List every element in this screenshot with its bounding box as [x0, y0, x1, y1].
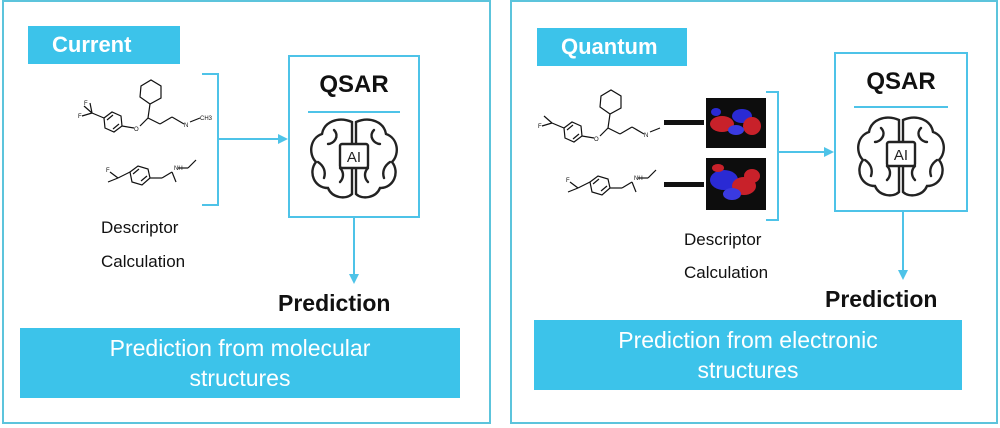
mol1-f-label: F [84, 101, 88, 107]
qmol1-n-label: N [644, 133, 648, 139]
current-qsar-box: QSAR [288, 55, 420, 218]
quantum-banner-line2: structures [697, 357, 799, 383]
current-prediction: Prediction [278, 290, 391, 316]
quantum-molecule-1 [541, 89, 661, 143]
qmol1-f-label: F [538, 124, 542, 130]
quantum-map-arrow-2 [664, 182, 704, 187]
quantum-prediction: Prediction [825, 286, 938, 312]
mol2-f-label: F [106, 168, 110, 174]
qmol1-o-label: O [594, 137, 599, 143]
quantum-banner: Prediction from electronic structures [534, 320, 962, 390]
quantum-descriptor-line1: Descriptor [684, 230, 762, 249]
quantum-tag: Quantum [537, 28, 687, 66]
mol1-o-label: O [134, 127, 139, 133]
quantum-panel [510, 0, 998, 424]
current-descriptor-line1: Descriptor [101, 218, 179, 237]
current-qsar-title: QSAR [319, 71, 389, 98]
current-banner-line2: structures [189, 365, 291, 391]
quantum-brain-label: AI [894, 147, 908, 164]
quantum-qsar-box: QSAR [834, 52, 968, 212]
qmol2-f-label: F [566, 178, 570, 184]
quantum-orbital-image-2 [706, 158, 766, 210]
mol1-n-label: N [184, 123, 188, 129]
mol2-nh-label: NH [174, 166, 183, 172]
quantum-qsar-divider [854, 106, 948, 108]
quantum-orbital-image-1 [706, 98, 766, 148]
quantum-map-arrow-1 [664, 120, 704, 125]
current-tag: Current [28, 26, 180, 64]
current-banner: Prediction from molecular structures [20, 328, 460, 398]
quantum-descriptor-line2: Calculation [684, 263, 769, 282]
mol1-f2-label: F [78, 114, 82, 120]
quantum-qsar-title: QSAR [866, 68, 936, 95]
qmol2-nh-label: NH [634, 176, 643, 182]
current-molecule-1 [81, 79, 201, 133]
current-molecule-2 [107, 159, 197, 186]
current-qsar-divider [308, 111, 400, 113]
mol1-ch3-label: CH3 [200, 116, 213, 122]
current-brain-label: AI [347, 149, 361, 166]
current-descriptor-line2: Calculation [101, 252, 186, 271]
quantum-molecule-2 [567, 169, 657, 196]
quantum-banner-line1: Prediction from electronic [618, 327, 878, 353]
current-banner-line1: Prediction from molecular [109, 335, 371, 361]
current-panel [2, 0, 491, 424]
